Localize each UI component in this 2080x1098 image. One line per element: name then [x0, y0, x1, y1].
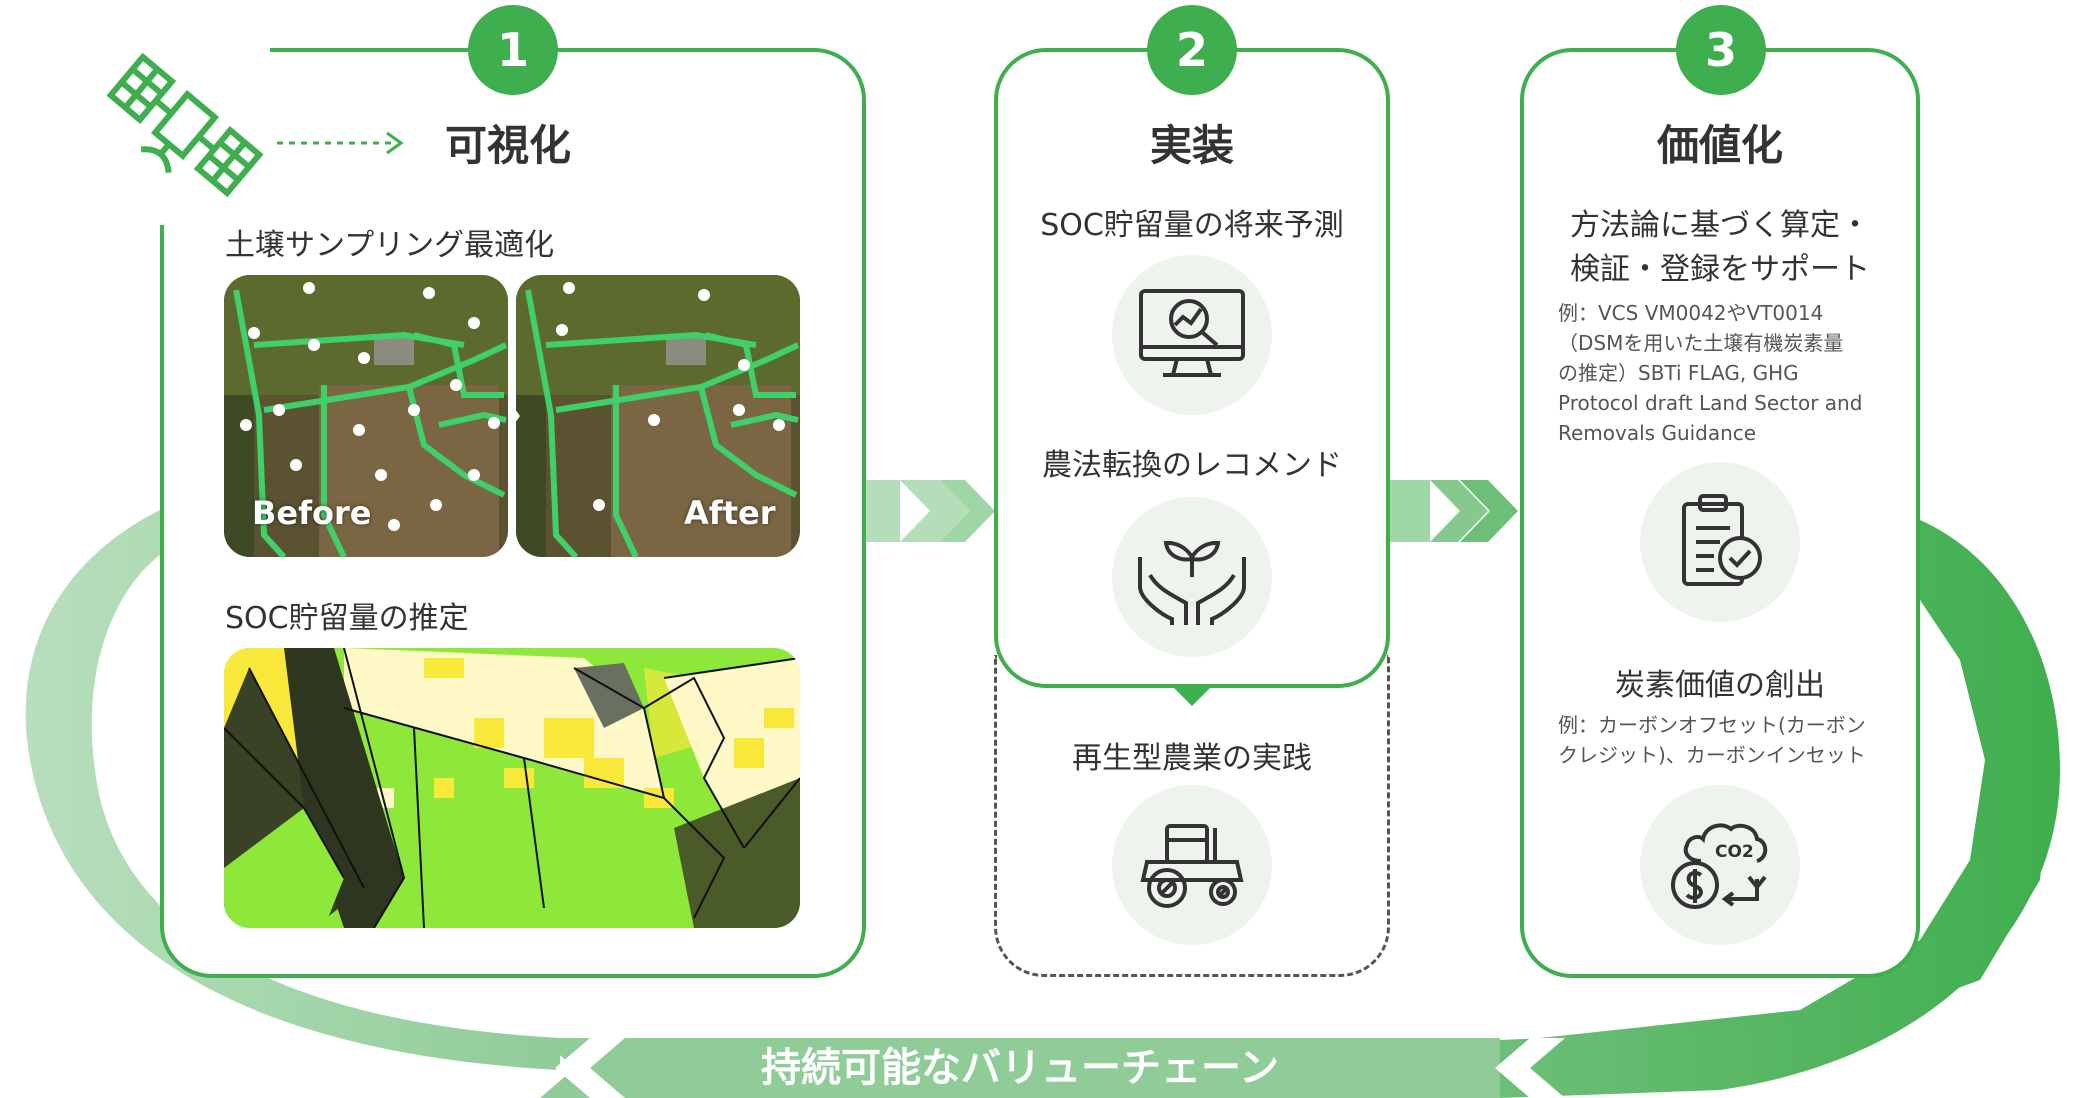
- soc-estimation-label: SOC貯留量の推定: [225, 601, 469, 636]
- recommend-icon-circle: [1112, 497, 1272, 657]
- co2-label: CO2: [1715, 842, 1754, 862]
- monitor-analytics-icon: [1139, 289, 1245, 377]
- forecast-label: SOC貯留量の将来予測: [1040, 208, 1344, 243]
- sampling-label: 土壌サンプリング最適化: [225, 228, 555, 263]
- step3-title: 価値化: [1656, 121, 1783, 170]
- down-pointer: [1172, 686, 1212, 706]
- practice-label: 再生型農業の実践: [1072, 741, 1312, 776]
- example2-line-2: クレジット)、カーボンインセット: [1558, 743, 1866, 767]
- example1-line-4: Protocol draft Land Sector and: [1558, 391, 1863, 415]
- loop-label: 持続可能なバリューチェーン: [761, 1045, 1279, 1091]
- step1-title: 可視化: [445, 121, 572, 170]
- example2-line-1: 例：カーボンオフセット(カーボン: [1558, 713, 1866, 737]
- step2-dashed-extension: [994, 655, 1390, 977]
- after-label: After: [684, 494, 776, 532]
- recommend-label: 農法転換のレコメンド: [1042, 448, 1342, 483]
- credit-label: 炭素価値の創出: [1615, 668, 1825, 703]
- co2-money-cycle-icon: CO2: [1671, 823, 1768, 909]
- clipboard-icon-circle: [1640, 462, 1800, 622]
- satellite-icon: [106, 52, 264, 198]
- before-label: Before: [252, 494, 372, 532]
- step2-number: 2: [1147, 5, 1237, 95]
- support-line-1: 方法論に基づく算定・: [1570, 208, 1870, 243]
- satellite-mask: [95, 40, 270, 225]
- before-after-field-map: [224, 275, 800, 557]
- step1-number: 1: [468, 5, 558, 95]
- example1-line-1: 例：VCS VM0042やVT0014: [1558, 301, 1824, 325]
- forecast-icon-circle: [1112, 255, 1272, 415]
- co2-icon-circle: CO2: [1640, 785, 1800, 945]
- example1-line-2: （DSMを用いた土壌有機炭素量: [1558, 331, 1844, 355]
- practice-icon-circle: [1112, 785, 1272, 945]
- step3-number: 3: [1676, 5, 1766, 95]
- tractor-icon: [1140, 824, 1244, 908]
- step2-title: 実装: [1149, 121, 1234, 170]
- example1-line-5: Removals Guidance: [1558, 421, 1757, 445]
- support-line-2: 検証・登録をサポート: [1570, 252, 1870, 287]
- clipboard-check-icon: [1682, 494, 1762, 586]
- soc-map: [224, 648, 800, 928]
- dotted-arrow-icon: [277, 131, 404, 155]
- hands-sprout-icon: [1138, 540, 1246, 625]
- example1-line-3: の推定）SBTi FLAG, GHG: [1558, 361, 1799, 385]
